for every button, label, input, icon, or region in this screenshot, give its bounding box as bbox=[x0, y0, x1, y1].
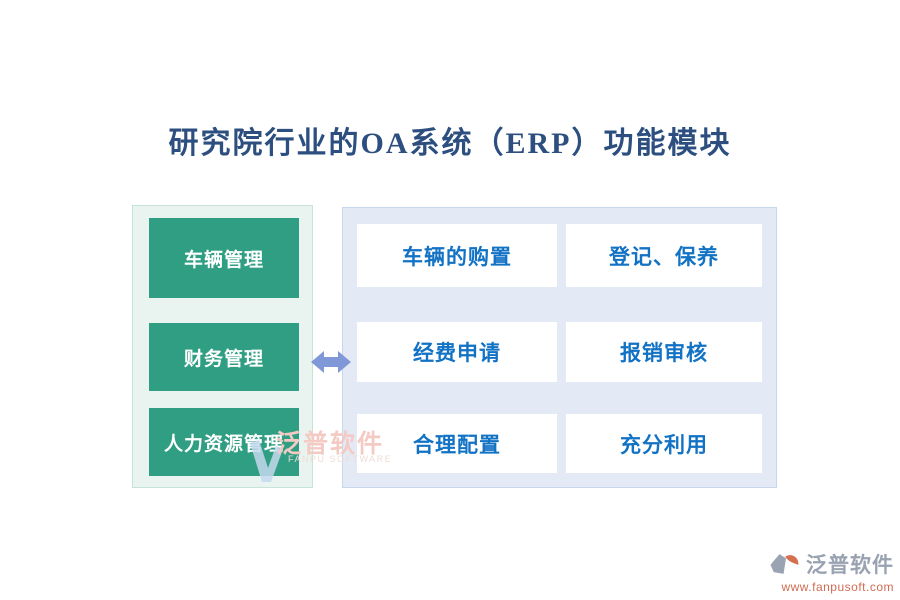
left-panel: 车辆管理 财务管理 人力资源管理 bbox=[132, 205, 313, 488]
footer-brand-text: 泛普软件 bbox=[806, 553, 894, 577]
feature-box-funding-application: 经费申请 bbox=[357, 322, 557, 382]
feature-box-vehicle-purchase: 车辆的购置 bbox=[357, 224, 557, 287]
right-panel: 车辆的购置 登记、保养 经费申请 报销审核 合理配置 充分利用 bbox=[342, 207, 777, 488]
feature-box-registration-maintenance: 登记、保养 bbox=[566, 224, 762, 287]
module-button-finance-management: 财务管理 bbox=[149, 323, 299, 391]
module-button-vehicle-management: 车辆管理 bbox=[149, 218, 299, 298]
feature-box-reimbursement-review: 报销审核 bbox=[566, 322, 762, 382]
module-button-hr-management: 人力资源管理 bbox=[149, 408, 299, 476]
footer-brand-url: www.fanpusoft.com bbox=[781, 580, 894, 594]
diagram-title: 研究院行业的OA系统（ERP）功能模块 bbox=[168, 127, 732, 160]
feature-box-full-utilization: 充分利用 bbox=[566, 414, 762, 473]
double-horizontal-arrow-icon bbox=[311, 347, 351, 377]
feature-box-rational-allocation: 合理配置 bbox=[357, 414, 557, 473]
fanpu-logo: 泛普软件 www.fanpusoft.com bbox=[768, 549, 894, 594]
fanpu-logo-icon bbox=[770, 554, 799, 574]
